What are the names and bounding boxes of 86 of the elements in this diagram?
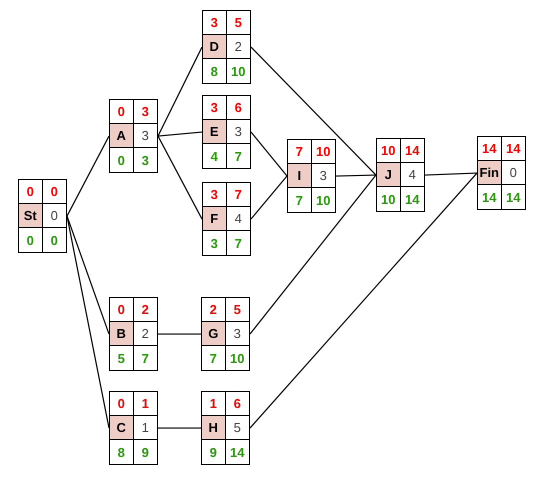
connector-line <box>157 46 203 136</box>
connector-line <box>250 174 376 334</box>
late-start-time: 8 <box>110 440 134 464</box>
duration-value: 0 <box>42 204 66 228</box>
late-start-time: 7 <box>202 346 226 370</box>
late-finish-time: 10 <box>229 350 246 368</box>
activity-node <box>477 136 526 210</box>
connector-line <box>157 136 203 220</box>
connector-line <box>250 172 478 428</box>
late-start-time: 4 <box>203 144 226 168</box>
activity-name: H <box>202 416 226 440</box>
activity-node <box>202 182 251 256</box>
connector-line <box>158 427 201 429</box>
early-finish-time: 14 <box>502 137 525 162</box>
activity-node <box>201 297 250 372</box>
late-finish-time: 10 <box>315 192 332 210</box>
early-finish-time: 1 <box>134 392 157 416</box>
activity-node <box>109 391 158 466</box>
early-finish-time: 7 <box>226 183 250 208</box>
late-start-time: 7 <box>288 188 312 212</box>
early-finish-time: 3 <box>134 100 157 124</box>
late-start-time: 14 <box>478 185 502 210</box>
activity-name: B <box>110 322 134 346</box>
activity-node <box>376 138 425 212</box>
late-start-time: 10 <box>377 187 400 212</box>
late-finish-time: 3 <box>140 152 150 170</box>
connector-line <box>66 136 110 216</box>
connector-line <box>250 176 288 220</box>
late-finish-time: 14 <box>229 444 246 462</box>
early-finish-time: 5 <box>226 11 250 36</box>
late-finish-time: 10 <box>230 62 246 81</box>
late-start-time: 8 <box>203 59 226 84</box>
late-finish-time: 14 <box>404 190 420 209</box>
late-start-time: 5 <box>110 346 134 370</box>
connector-line <box>158 333 201 335</box>
early-finish-time: 6 <box>226 392 249 416</box>
late-finish-time: 7 <box>140 350 150 368</box>
activity-node <box>287 139 336 214</box>
duration-value: 2 <box>226 35 250 60</box>
late-finish-time: 9 <box>140 444 150 462</box>
connector-line <box>250 132 288 176</box>
duration-value: 3 <box>312 164 335 188</box>
connector-line <box>424 172 478 176</box>
duration-value: 2 <box>134 322 157 346</box>
duration-value: 0 <box>502 161 525 186</box>
late-finish-time: 14 <box>505 188 522 207</box>
late-start-time: 9 <box>202 440 226 464</box>
activity-name: G <box>202 322 226 346</box>
activity-node <box>202 10 251 84</box>
late-finish-time: 7 <box>234 148 243 166</box>
activity-node <box>109 297 158 372</box>
activity-node <box>201 391 250 466</box>
late-start-time: 0 <box>110 148 134 172</box>
connector-line <box>250 46 376 176</box>
duration-value: 3 <box>134 124 157 148</box>
activity-node <box>202 95 251 170</box>
early-finish-time: 6 <box>226 96 250 120</box>
connector-line <box>66 216 110 334</box>
late-finish-time: 7 <box>234 234 243 253</box>
duration-value: 1 <box>134 416 157 440</box>
duration-value: 3 <box>226 322 249 346</box>
late-start-time: 0 <box>19 228 42 252</box>
early-finish-time: 10 <box>312 140 335 164</box>
activity-name: F <box>203 207 226 232</box>
late-start-time: 3 <box>203 231 226 256</box>
duration-value: 3 <box>226 120 250 144</box>
duration-value: 4 <box>226 207 250 232</box>
early-finish-time: 5 <box>226 298 249 322</box>
activity-name: A <box>110 124 134 148</box>
activity-name: E <box>203 120 226 144</box>
early-finish-time: 2 <box>134 298 157 322</box>
activity-name: D <box>203 35 226 60</box>
connector-line <box>336 174 376 177</box>
early-finish-time: 0 <box>42 180 66 204</box>
activity-node <box>18 179 67 254</box>
activity-name: I <box>288 164 312 188</box>
early-finish-time: 14 <box>400 139 424 164</box>
activity-name: St <box>19 204 42 228</box>
activity-node <box>109 99 158 174</box>
connector-line <box>158 131 202 137</box>
activity-name: Fin <box>478 161 502 186</box>
activity-name: C <box>110 416 134 440</box>
late-finish-time: 0 <box>50 232 59 250</box>
activity-name: J <box>377 163 400 188</box>
duration-value: 5 <box>226 416 249 440</box>
duration-value: 4 <box>400 163 424 188</box>
